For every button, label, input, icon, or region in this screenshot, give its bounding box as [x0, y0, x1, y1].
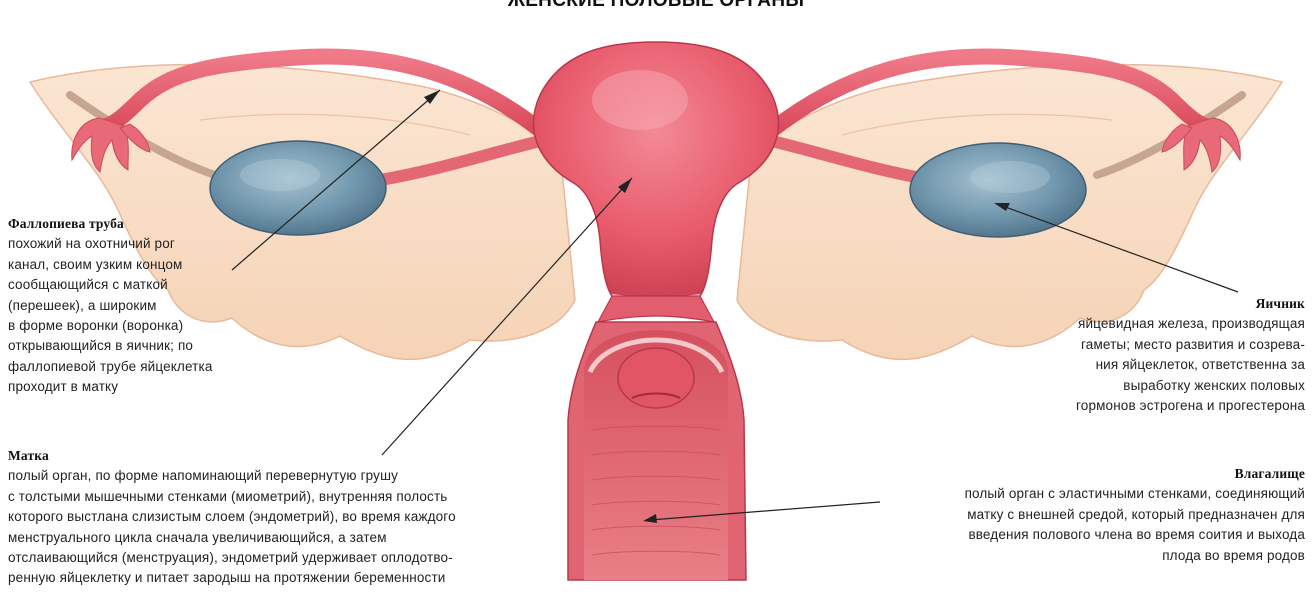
label-line: в форме воронки (воронка) — [8, 316, 213, 336]
label-line: полый орган, по форме напоминающий перев… — [8, 466, 456, 486]
label-line: проходит в матку — [8, 377, 213, 397]
label-line: выработку женских половых — [1076, 376, 1305, 396]
label-vagina: Влагалище полый орган с эластичными стен… — [965, 464, 1305, 566]
label-line: гаметы; место развития и созрева- — [1076, 335, 1305, 355]
label-line: которого выстлана слизистым слоем (эндом… — [8, 507, 456, 527]
label-uterus: Матка полый орган, по форме напоминающий… — [8, 446, 456, 589]
label-line: открывающийся в яичник; по — [8, 336, 213, 356]
label-line: фаллопиевой трубе яйцеклетка — [8, 357, 213, 377]
page-title: ЖЕНСКИЕ ПОЛОВЫЕ ОРГАНЫ — [0, 0, 1312, 12]
label-title: Фаллопиева труба — [8, 214, 213, 234]
label-line: похожий на охотничий рог — [8, 234, 213, 254]
label-fallopian-tube: Фаллопиева труба похожий на охотничий ро… — [8, 214, 213, 398]
label-title: Яичник — [1076, 294, 1305, 314]
label-line: яйцевидная железа, производящая — [1076, 314, 1305, 334]
label-line: полый орган с эластичными стенками, соед… — [965, 484, 1305, 504]
label-line: ния яйцеклеток, ответственна за — [1076, 355, 1305, 375]
label-line: (перешеек), а широким — [8, 296, 213, 316]
label-ovary: Яичник яйцевидная железа, производящая г… — [1076, 294, 1305, 416]
label-line: гормонов эстрогена и прогестерона — [1076, 396, 1305, 416]
label-line: отслаивающийся (менструация), эндометрий… — [8, 548, 456, 568]
label-line: введения полового члена во время соития … — [965, 525, 1305, 545]
label-line: плода во время родов — [965, 546, 1305, 566]
label-line: сообщающийся с маткой — [8, 275, 213, 295]
label-line: канал, своим узким концом — [8, 255, 213, 275]
label-line: менструального цикла сначала увеличивающ… — [8, 528, 456, 548]
label-title: Влагалище — [965, 464, 1305, 484]
cervix — [618, 348, 694, 408]
label-title: Матка — [8, 446, 456, 466]
label-line: с толстыми мышечными стенками (миометрий… — [8, 487, 456, 507]
label-line: ренную яйцеклетку и питает зародыш на пр… — [8, 568, 456, 588]
label-line: матку с внешней средой, который предназн… — [965, 505, 1305, 525]
